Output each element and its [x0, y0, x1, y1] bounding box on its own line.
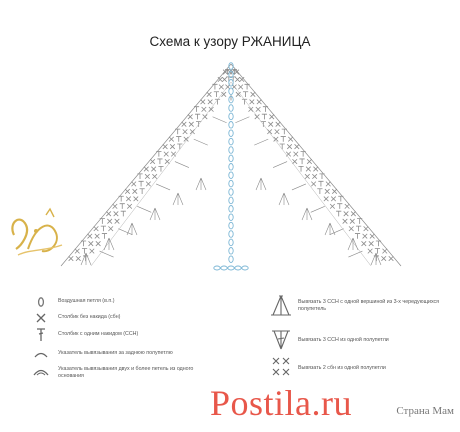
legend-label: Указатель вывязывания двух и более петел… — [58, 366, 194, 379]
legend-item-two-sc-one-loop: Вывязать 2 сбн из одной полупетли — [270, 355, 450, 381]
watermark-banner — [0, 381, 460, 432]
diagram-title: Схема к узору РЖАНИЦА — [149, 34, 311, 49]
watermark-site: Страна Мам — [396, 405, 454, 417]
chain-stitch-icon — [30, 291, 52, 313]
legend-item-single-crochet: Столбик без накида (сбн) — [30, 307, 200, 329]
single-crochet-icon — [30, 307, 52, 329]
back-loop-arc-icon — [30, 343, 52, 365]
legend-label: Вывязать 3 ССН из одной полупетли — [298, 337, 389, 343]
legend-label: Вывязать 2 сбн из одной полупетли — [298, 365, 386, 371]
three-dc-one-loop-icon — [270, 327, 292, 353]
legend-label: Столбик без накида (сбн) — [58, 314, 121, 320]
crochet-chart — [60, 62, 402, 271]
legend-item-three-dc-one-loop: Вывязать 3 ССН из одной полупетли — [270, 327, 450, 353]
double-crochet-icon — [30, 324, 52, 346]
multi-loop-arc-icon — [30, 361, 52, 383]
legend-label: Воздушная петля (в.п.) — [58, 298, 115, 304]
legend-label: Указатель вывязывания за заднюю полупетл… — [58, 350, 173, 356]
decorative-logo — [6, 205, 68, 265]
legend-label: Вывязать 3 ССН с одной вершиной из 3-х ч… — [298, 299, 440, 312]
legend-item-back-loop: Указатель вывязывания за заднюю полупетл… — [30, 343, 200, 365]
legend-label: Столбик с одним накидом (ССН) — [58, 331, 139, 337]
legend-item-chain: Воздушная петля (в.п.) — [30, 291, 200, 313]
legend-item-three-dc-cluster: Вывязать 3 ССН с одной вершиной из 3-х ч… — [270, 293, 450, 319]
watermark-brand: Postila.ru — [210, 383, 353, 423]
two-sc-one-loop-icon — [270, 355, 292, 381]
legend-item-multi-loop: Указатель вывязывания двух и более петел… — [30, 361, 210, 383]
legend-item-double-crochet: Столбик с одним накидом (ССН) — [30, 324, 200, 346]
three-dc-cluster-icon — [270, 293, 292, 319]
